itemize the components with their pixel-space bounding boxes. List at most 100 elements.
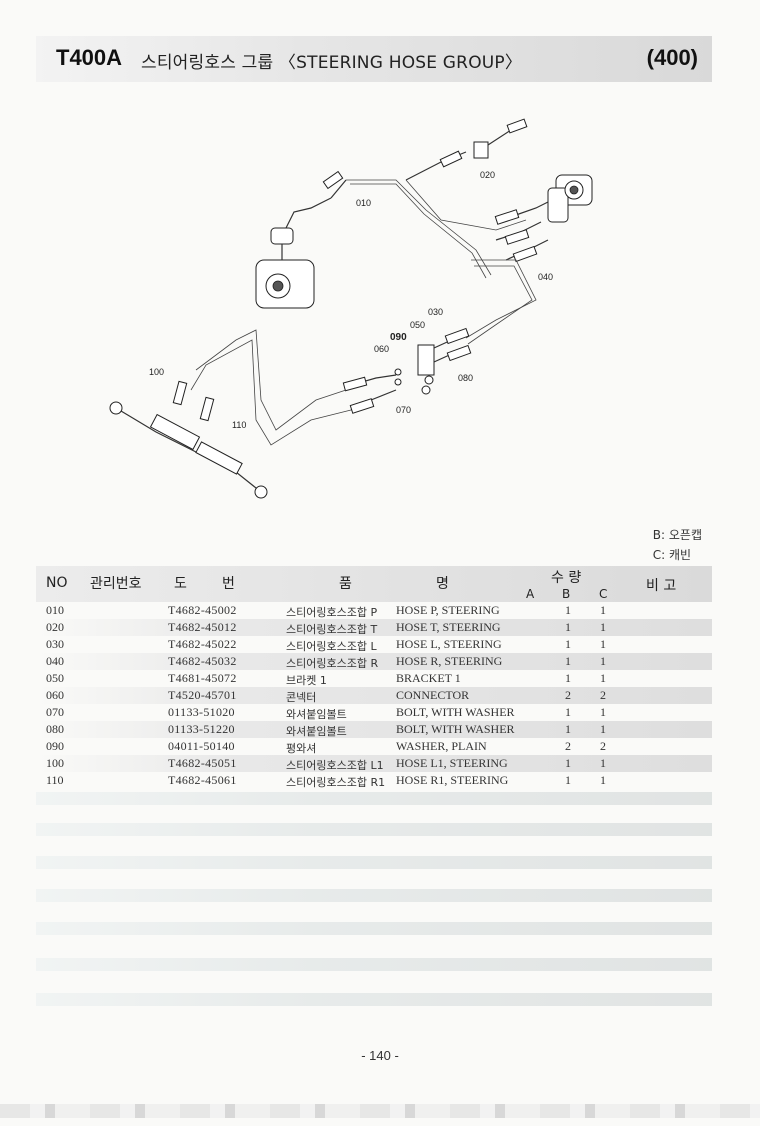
header-remarks: 비 고 — [646, 578, 677, 594]
cell-c: 1 — [600, 603, 606, 617]
cell-part: 01133-51020 — [168, 705, 235, 719]
cell-c: 1 — [600, 671, 606, 685]
cell-kr: 스티어링호스조합 T — [286, 623, 378, 636]
cell-kr: 스티어링호스조합 L — [286, 640, 377, 653]
hose-010 — [322, 170, 492, 279]
empty-row-band — [36, 823, 712, 836]
steering-valve-illustration — [255, 197, 332, 309]
cell-c: 1 — [600, 654, 606, 668]
hose-020 — [405, 118, 528, 231]
empty-row-band — [36, 922, 712, 935]
cell-no: 020 — [46, 620, 64, 634]
cell-b: 1 — [565, 671, 571, 685]
header-part-no-2: 번 — [222, 576, 235, 592]
cell-no: 030 — [46, 637, 64, 651]
cell-b: 1 — [565, 603, 571, 617]
header-part-no-1: 도 — [174, 576, 187, 592]
model-code: T400A — [56, 45, 123, 70]
cell-b: 2 — [565, 739, 571, 753]
cell-part: T4682-45022 — [168, 637, 237, 651]
cell-en: CONNECTOR — [396, 688, 470, 702]
cell-kr: 브라켓 1 — [286, 674, 327, 687]
cell-b: 1 — [565, 705, 571, 719]
cell-en: BOLT, WITH WASHER — [396, 705, 515, 719]
callout-110: 110 — [232, 420, 247, 430]
cell-no: 060 — [46, 688, 64, 702]
cell-part: T4682-45051 — [168, 756, 237, 770]
callout-070: 070 — [396, 405, 412, 415]
cell-kr: 와셔붙임볼트 — [286, 725, 347, 738]
cell-part: T4520-45701 — [168, 688, 237, 702]
cell-b: 1 — [565, 637, 571, 651]
cell-no: 090 — [46, 739, 64, 753]
empty-row-band — [36, 889, 712, 902]
cell-part: 04011-50140 — [168, 739, 235, 753]
header-qty-c: C — [599, 587, 608, 601]
diagram-svg — [109, 118, 593, 499]
cell-c: 1 — [600, 773, 606, 787]
callout-010: 010 — [356, 198, 372, 208]
callout-080: 080 — [458, 373, 474, 383]
table-row: 100 T4682-45051 스티어링호스조합 L1 HOSE L1, STEERI… — [36, 755, 712, 772]
cell-c: 2 — [600, 739, 606, 753]
callout-040: 040 — [538, 272, 554, 282]
cell-kr: 스티어링호스조합 P — [286, 606, 378, 619]
header-no: NO — [46, 575, 68, 591]
cell-en: HOSE L1, STEERING — [396, 756, 508, 770]
cell-b: 1 — [565, 722, 571, 736]
cell-en: BRACKET 1 — [396, 671, 461, 685]
scan-edge-band — [0, 1104, 760, 1118]
cell-no: 100 — [46, 756, 64, 770]
hose-100-110 — [172, 329, 397, 446]
page-header: T400A 스티어링호스 그룹 〈STEERING HOSE GROUP〉 (4… — [36, 36, 712, 82]
cell-c: 1 — [600, 756, 606, 770]
cell-no: 010 — [46, 603, 64, 617]
cell-en: HOSE R1, STEERING — [396, 773, 509, 787]
header-qty-b: B — [562, 587, 571, 601]
cell-kr: 와셔붙임볼트 — [286, 708, 347, 721]
cell-b: 1 — [565, 773, 571, 787]
group-title: 스티어링호스 그룹 〈STEERING HOSE GROUP〉 — [141, 53, 523, 73]
exploded-parts-diagram: 010 020 030 040 050 060 070 080 090 100 … — [96, 100, 616, 530]
cell-kr: 스티어링호스조합 L1 — [286, 759, 384, 772]
hydraulic-pump-illustration — [547, 174, 593, 223]
cell-no: 070 — [46, 705, 64, 719]
cell-part: T4682-45032 — [168, 654, 237, 668]
callout-100: 100 — [149, 367, 165, 377]
hose-030-040 — [465, 201, 549, 345]
table-row: 020 T4682-45012 스티어링호스조합 T HOSE T, STEERING… — [36, 619, 712, 636]
cell-b: 1 — [565, 654, 571, 668]
cell-en: WASHER, PLAIN — [396, 739, 487, 753]
callout-020: 020 — [480, 170, 496, 180]
cell-b: 2 — [565, 688, 571, 702]
cell-no: 110 — [46, 773, 64, 787]
cell-part: T4682-45012 — [168, 620, 237, 634]
cell-en: HOSE R, STEERING — [396, 654, 503, 668]
header-qty-a: A — [526, 587, 535, 601]
empty-row-band — [36, 792, 712, 805]
empty-row-band — [36, 958, 712, 971]
cell-kr: 스티어링호스조합 R — [286, 657, 379, 670]
cell-part: 01133-51220 — [168, 722, 235, 736]
legend-c: C: 캐빈 — [652, 548, 692, 562]
cell-kr: 콘넥터 — [286, 691, 317, 704]
table-header: NO 관리번호 도 번 품 명 수 량 A B C 비 고 — [36, 566, 712, 602]
callout-060: 060 — [374, 344, 390, 354]
cell-en: HOSE T, STEERING — [396, 620, 501, 634]
empty-row-band — [36, 856, 712, 869]
header-qty: 수 량 — [551, 570, 582, 586]
page-number: - 140 - — [361, 1048, 399, 1063]
cell-b: 1 — [565, 620, 571, 634]
header-name-2: 명 — [436, 576, 449, 592]
steering-cylinder-illustration — [109, 401, 268, 499]
